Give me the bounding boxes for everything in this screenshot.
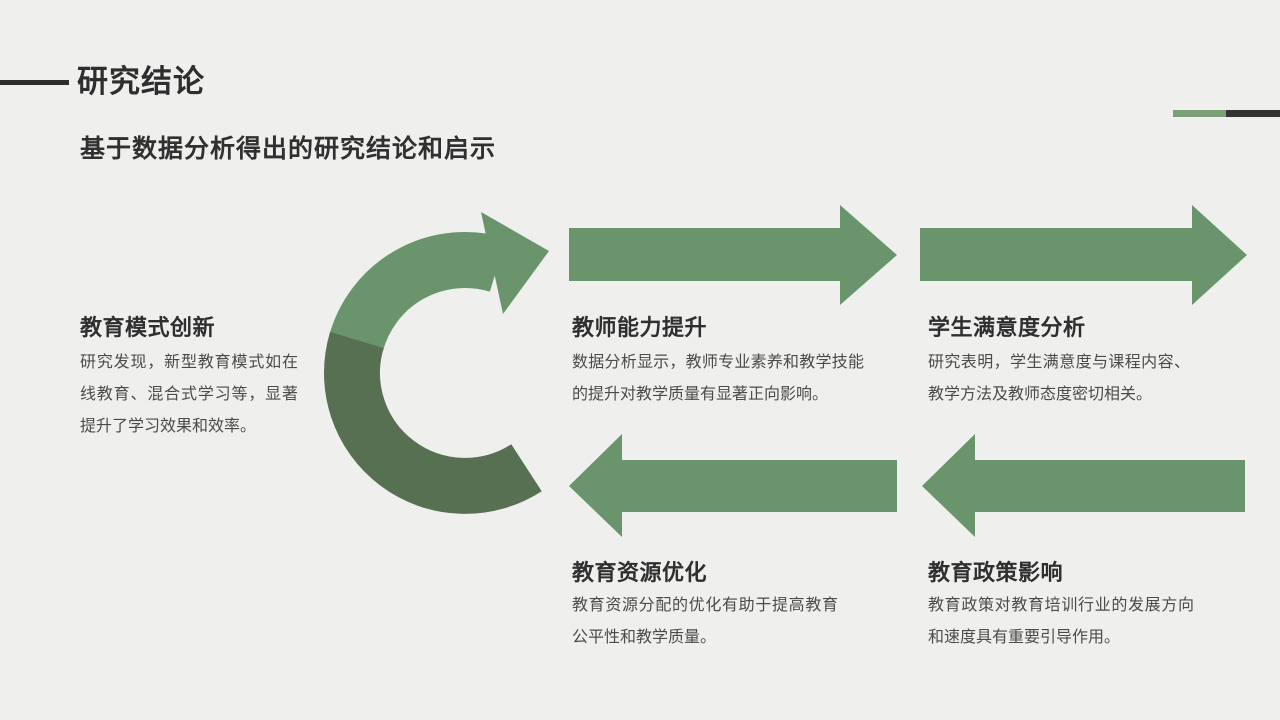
page-title: 研究结论 xyxy=(77,64,205,99)
curved-ribbon-light-arc xyxy=(328,232,507,352)
title-accent-line xyxy=(0,80,69,85)
item-body: 研究发现，新型教育模式如在线教育、混合式学习等，显著提升了学习效果和效率。 xyxy=(80,354,298,435)
diagram-item-resource-optimization: 教育资源优化 教育资源分配的优化有助于提高教育公平性和教学质量。 xyxy=(572,558,864,646)
header-accent-bar xyxy=(1173,110,1280,117)
item-heading: 学生满意度分析 xyxy=(928,315,1086,340)
flow-arrow-left-bottom-1 xyxy=(569,434,897,537)
item-body: 教育资源分配的优化有助于提高教育公平性和教学质量。 xyxy=(572,597,838,646)
curved-ribbon-dark-arc xyxy=(324,331,542,514)
diagram-item-student-satisfaction: 学生满意度分析 研究表明，学生满意度与课程内容、教学方法及教师态度密切相关。 xyxy=(928,313,1190,403)
flow-arrow-left-bottom-2 xyxy=(922,434,1245,537)
item-body: 数据分析显示，教师专业素养和教学技能的提升对教学质量有显著正向影响。 xyxy=(572,354,864,403)
slide-subtitle: 基于数据分析得出的研究结论和启示 xyxy=(80,135,497,163)
item-heading: 教育模式创新 xyxy=(80,315,216,340)
item-body: 教育政策对教育培训行业的发展方向和速度具有重要引导作用。 xyxy=(928,597,1194,646)
accent-bar-green-segment xyxy=(1173,110,1226,117)
flow-arrow-right-top-2 xyxy=(920,205,1247,305)
curved-ribbon-arrowhead-icon xyxy=(481,212,549,314)
item-heading: 教师能力提升 xyxy=(572,315,708,340)
flow-arrow-right-top-1 xyxy=(569,205,897,305)
diagram-item-policy-impact: 教育政策影响 教育政策对教育培训行业的发展方向和速度具有重要引导作用。 xyxy=(928,558,1194,646)
diagram-item-teacher-ability: 教师能力提升 数据分析显示，教师专业素养和教学技能的提升对教学质量有显著正向影响… xyxy=(572,313,864,403)
item-body: 研究表明，学生满意度与课程内容、教学方法及教师态度密切相关。 xyxy=(928,354,1190,403)
item-heading: 教育政策影响 xyxy=(928,560,1064,585)
accent-bar-dark-segment xyxy=(1226,110,1280,117)
item-heading: 教育资源优化 xyxy=(572,560,708,585)
diagram-item-education-model: 教育模式创新 研究发现，新型教育模式如在线教育、混合式学习等，显著提升了学习效果… xyxy=(80,313,298,435)
